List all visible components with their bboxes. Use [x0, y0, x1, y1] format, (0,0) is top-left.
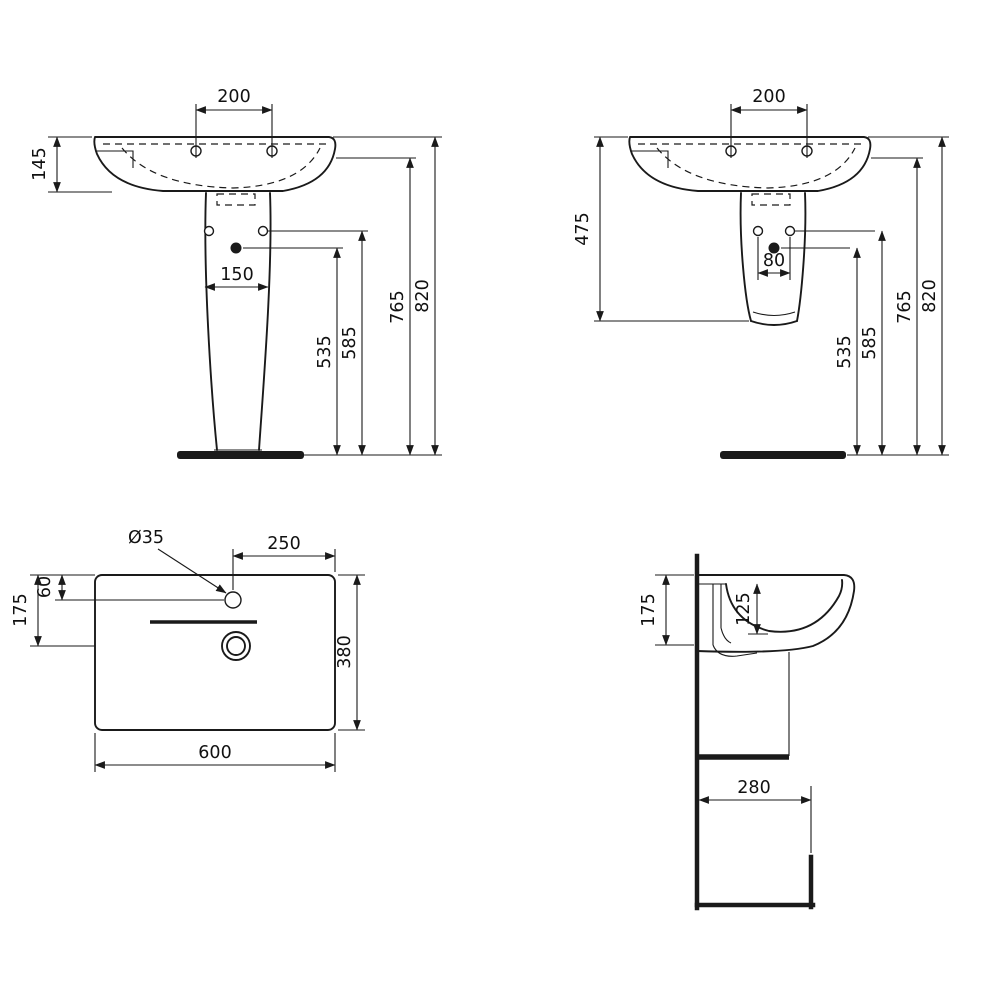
- basin-bowl-hidden-line: [121, 147, 321, 189]
- basin-plan-outline: [94, 574, 336, 731]
- basin-outline: [628, 136, 872, 192]
- dim-label-bowl-depth: 125: [734, 592, 754, 625]
- outlet-dot: [230, 242, 242, 254]
- leader-line-tap-hole: [157, 548, 227, 594]
- basin-front: [93, 136, 337, 206]
- dim-label-outlet-height: 535: [315, 335, 335, 368]
- basin-ledge-line: [95, 150, 134, 168]
- dim-label-front-height: 175: [639, 593, 659, 626]
- dim-label-width: 600: [198, 743, 231, 763]
- dim-label-tap-centres: 200: [752, 87, 785, 107]
- floor-mark: [720, 451, 846, 459]
- pedestal-base: [177, 451, 304, 459]
- dim-label-outlet-from-back: 175: [11, 593, 31, 626]
- basin-side-outline: [696, 574, 856, 653]
- outlet-dot: [768, 242, 780, 254]
- dim-label-rim-height: 820: [920, 279, 940, 312]
- semi-pedestal-inner-line: [752, 311, 796, 317]
- dim-label-pedestal-width: 150: [220, 265, 253, 285]
- dim-label-fixing-height: 585: [340, 326, 360, 359]
- unit-outline: [694, 854, 816, 910]
- basin-outline: [93, 136, 337, 192]
- dim-label-fixing-centres: 80: [763, 251, 785, 271]
- semi-pedestal-hole-left: [752, 225, 764, 237]
- dim-label-tap-centres: 200: [217, 87, 250, 107]
- outlet-boss-line: [712, 644, 758, 657]
- plan-view: Ø35 250 60 175 380 600: [11, 528, 365, 772]
- dim-label-tap-to-edge: 250: [267, 534, 300, 554]
- dim-label-fixing-height: 585: [860, 326, 880, 359]
- pedestal-hole-right: [257, 225, 269, 237]
- dim-label-tap-hole-diameter: Ø35: [128, 528, 164, 548]
- pedestal-left-edge: [204, 192, 218, 451]
- semi-pedestal-bottom-edge: [750, 320, 798, 326]
- dim-label-projection: 280: [737, 778, 770, 798]
- dim-label-outlet-height: 535: [835, 335, 855, 368]
- ext-lines-heights: [243, 136, 442, 456]
- fixing-hole-marks: [195, 144, 273, 158]
- front-semi-pedestal-view: 200 475 80 535 585 765 820: [573, 87, 949, 459]
- semi-pedestal-right-edge: [796, 192, 807, 322]
- waste-hidden-line: [751, 193, 791, 206]
- front-pedestal-view: 200 145 150 535 585 765 820: [30, 87, 442, 459]
- tap-hole: [224, 591, 242, 609]
- waste-hidden-line: [216, 193, 256, 206]
- semi-pedestal: [739, 192, 807, 326]
- ext-line-front-height: [655, 574, 694, 646]
- pedestal-right-edge: [258, 192, 272, 451]
- basin-ledge-line: [630, 150, 669, 168]
- semi-pedestal-left-edge: [739, 192, 752, 322]
- side-view: 175 125 280: [639, 553, 856, 911]
- ext-lines-heights: [781, 136, 949, 456]
- dim-label-underside-height: 765: [895, 290, 915, 323]
- dim-label-rim-height: 820: [413, 279, 433, 312]
- waste-outer-circle: [221, 631, 251, 661]
- dim-label-depth: 380: [335, 635, 355, 668]
- waste-inner-circle: [226, 636, 246, 656]
- pedestal: [177, 192, 304, 459]
- bowl-section-line: [725, 579, 844, 633]
- semi-pedestal-hole-right: [784, 225, 796, 237]
- dim-label-overall-height: 475: [573, 212, 593, 245]
- basin-bowl-hidden-line: [656, 147, 856, 189]
- dim-label-basin-height: 145: [30, 147, 50, 180]
- fixing-hole-marks: [730, 144, 808, 158]
- overflow-channel-lines: [712, 584, 732, 645]
- pedestal-hole-left: [203, 225, 215, 237]
- dim-label-underside-height: 765: [388, 290, 408, 323]
- basin-front: [628, 136, 872, 206]
